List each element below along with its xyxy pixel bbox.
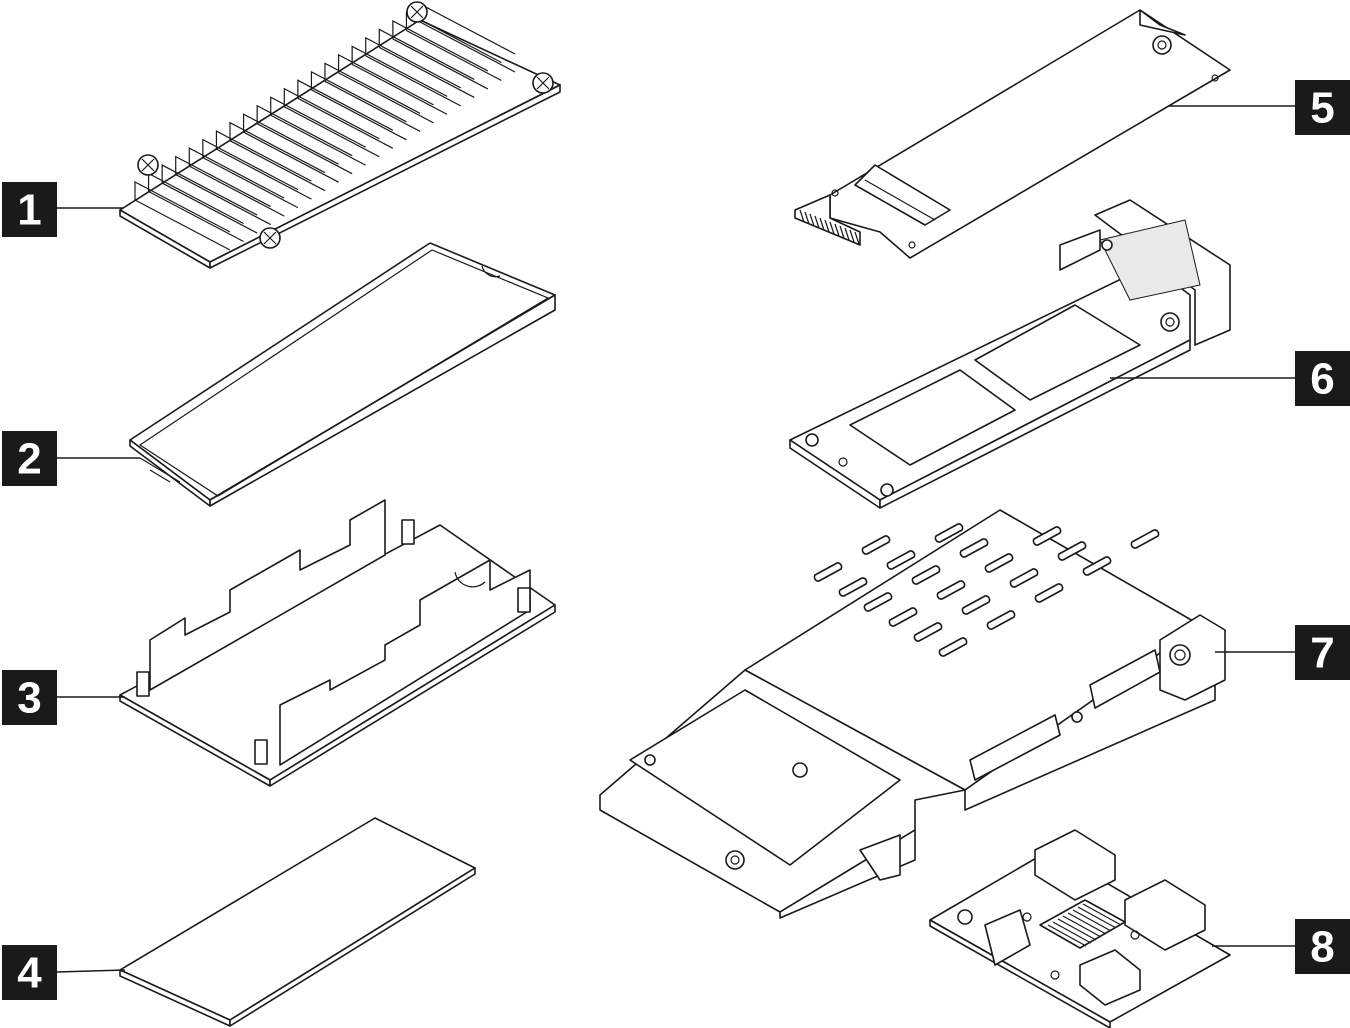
callout-7-label: 7	[1310, 629, 1334, 678]
callout-1: 1	[2, 182, 57, 237]
part-5-adapter-board	[794, 9, 1231, 259]
part-1-heatsink	[119, 1, 561, 269]
screw-icon	[532, 72, 554, 94]
callout-6: 6	[1295, 351, 1350, 406]
callout-2-label: 2	[17, 435, 41, 484]
screw-icon	[137, 154, 159, 176]
part-7-backplane-cage	[599, 509, 1226, 919]
screw-icon	[259, 227, 281, 249]
callout-5-label: 5	[1310, 84, 1334, 133]
callout-5: 5	[1295, 80, 1350, 135]
part-8-backplane-board	[929, 829, 1231, 1028]
screw-icon	[406, 1, 428, 23]
part-2-m2-drive	[129, 242, 556, 507]
callout-6-label: 6	[1310, 355, 1334, 404]
callout-8: 8	[1295, 919, 1350, 974]
callout-8-label: 8	[1310, 923, 1334, 972]
part-4-thermal-pad	[119, 817, 476, 1027]
callout-3: 3	[2, 670, 57, 725]
callout-3-label: 3	[17, 674, 41, 723]
callout-2: 2	[2, 431, 57, 486]
callout-1-label: 1	[17, 186, 41, 235]
callout-4-label: 4	[17, 949, 42, 998]
callout-4: 4	[2, 945, 57, 1000]
part-3-tray	[119, 499, 556, 787]
callout-7: 7	[1295, 625, 1350, 680]
leader-lines	[56, 105, 1295, 973]
leader-line-4	[56, 969, 126, 973]
part-6-drive-cage	[789, 199, 1231, 509]
